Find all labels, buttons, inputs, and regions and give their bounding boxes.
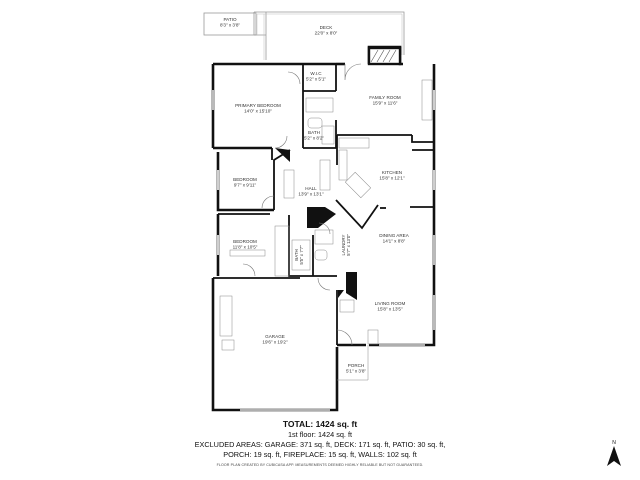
deck: DECK 22'0" x 8'0" [253, 11, 405, 60]
north-compass: N [604, 440, 624, 470]
family-room-name: FAMILY ROOM [369, 95, 401, 100]
first-floor-area: 1st floor: 1424 sq. ft [287, 430, 353, 439]
credit-note: FLOOR PLAN CREATED BY CUBICASA APP. MEAS… [216, 463, 424, 467]
deck-name: DECK [320, 25, 334, 30]
north-label: N [612, 440, 616, 446]
bedroom-2-dims: 11'8" x 10'5" [233, 245, 258, 250]
kitchen-dims: 15'8" x 12'1" [379, 176, 405, 181]
patio-name: PATIO [223, 17, 237, 22]
fireplace [367, 46, 402, 66]
excluded-areas-line-1: EXCLUDED AREAS: GARAGE: 371 sq. ft, DECK… [194, 440, 446, 449]
family-room-dims: 15'9" x 11'6" [373, 101, 398, 106]
wic-dims: 5'2" x 5'1" [306, 77, 326, 82]
excluded-areas-line-2: PORCH: 19 sq. ft, FIREPLACE: 15 sq. ft, … [223, 450, 417, 459]
laundry-dims: 5'7" x 13'0" [346, 234, 351, 256]
door-swings [242, 63, 362, 346]
structural-fills [275, 148, 357, 300]
total-area: TOTAL: 1424 sq. ft [282, 419, 358, 429]
deck-dims: 22'0" x 8'0" [315, 31, 338, 36]
kitchen-name: KITCHEN [382, 170, 402, 175]
living-room-name: LIVING ROOM [375, 301, 406, 306]
laundry-name: LAUNDRY [341, 234, 346, 255]
fixtures [219, 79, 433, 381]
bath-primary-name: BATH [308, 130, 320, 135]
primary-bedroom-name: PRIMARY BEDROOM [235, 103, 281, 108]
porch-dims: 5'1" x 3'8" [346, 369, 366, 374]
hall-dims: 13'9" x 13'1" [298, 192, 324, 197]
bath-primary-dims: 5'2" x 8'2" [304, 136, 324, 141]
room-labels: W.I.C 5'2" x 5'1" PRIMARY BEDROOM 14'0" … [233, 71, 410, 374]
hall-name: HALL [305, 186, 317, 191]
dining-area-dims: 14'1" x 8'8" [383, 239, 406, 244]
bedroom-2-name: BEDROOM [233, 239, 257, 244]
porch-name: PORCH [348, 363, 365, 368]
patio: PATIO 8'3" x 3'8" [203, 12, 257, 36]
exterior-walls [211, 45, 436, 412]
dining-area-name: DINING AREA [379, 233, 410, 238]
living-room-dims: 15'8" x 13'5" [377, 307, 403, 312]
bedroom-1-dims: 9'7" x 9'11" [234, 183, 257, 188]
bedroom-1-name: BEDROOM [233, 177, 257, 182]
garage-dims: 19'6" x 19'2" [262, 340, 288, 345]
primary-bedroom-dims: 14'0" x 15'10" [244, 109, 272, 114]
garage-name: GARAGE [265, 334, 285, 339]
interior-walls [213, 64, 434, 345]
wic-name: W.I.C [310, 71, 322, 76]
patio-dims: 8'3" x 3'8" [220, 23, 240, 28]
bath-hall-name: BATH [294, 249, 299, 260]
north-arrow-icon [607, 446, 621, 466]
bath-hall-dims: 5'5" x 7'7" [299, 245, 304, 265]
